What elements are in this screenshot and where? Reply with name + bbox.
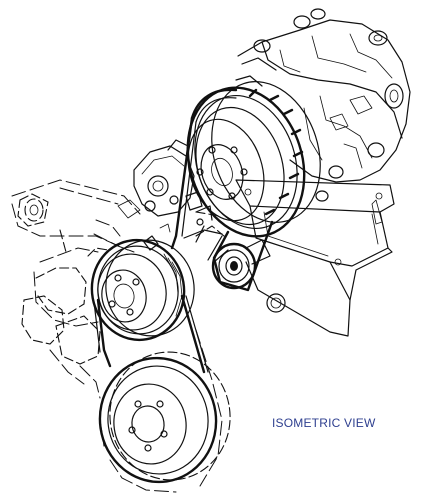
- alternator-fins: [248, 88, 304, 216]
- idler-pulley: [211, 239, 271, 290]
- middle-drive-pulley: [90, 238, 195, 342]
- crankshaft-pulley: [98, 351, 231, 484]
- phantom-engine-outline: [11, 179, 225, 493]
- view-label: ISOMETRIC VIEW: [272, 416, 376, 430]
- tensioner-bracket: [117, 139, 195, 219]
- alternator-pulley: [186, 81, 321, 238]
- compressor-body: [235, 8, 411, 202]
- fasteners: [143, 191, 213, 251]
